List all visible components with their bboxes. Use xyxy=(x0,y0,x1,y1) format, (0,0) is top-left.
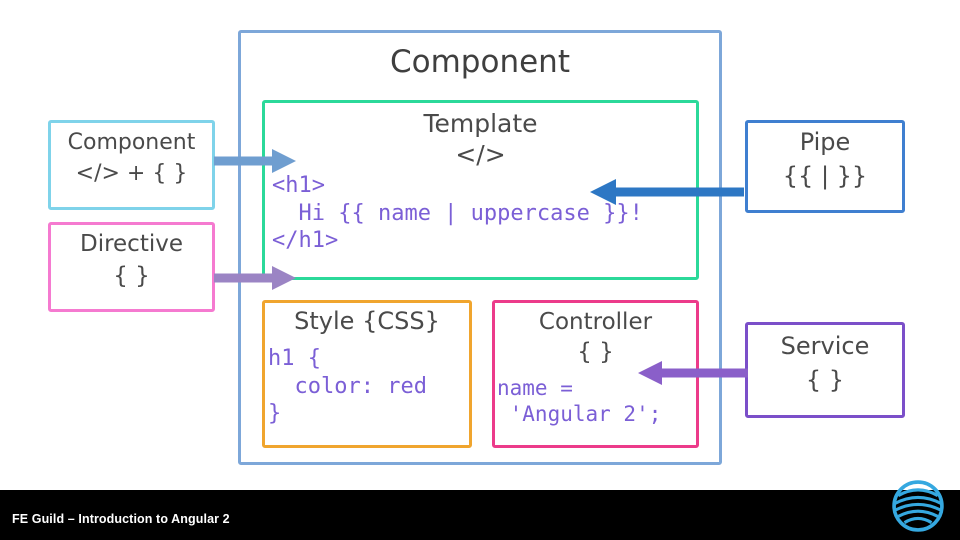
footer-label: FE Guild – Introduction to Angular 2 xyxy=(12,512,230,526)
component-small-box xyxy=(48,120,215,210)
att-globe-logo xyxy=(892,480,944,532)
template-code: <h1> Hi {{ name | uppercase }}! </h1> xyxy=(272,173,643,253)
component-outer-box xyxy=(238,30,722,465)
footer-bar: FE Guild – Introduction to Angular 2 xyxy=(0,490,960,540)
template-title: Template </> xyxy=(423,109,538,170)
component-small-label: Component </> + { } xyxy=(67,130,196,186)
pipe-label: Pipe {{ | }} xyxy=(782,128,868,190)
directive-box xyxy=(48,222,215,312)
controller-code: name = 'Angular 2'; xyxy=(497,376,662,427)
directive-label: Directive { } xyxy=(79,231,184,290)
arrow-directive-to-template xyxy=(214,266,296,290)
arrow-pipe-to-template xyxy=(590,179,744,205)
style-box xyxy=(262,300,472,448)
style-title: Style {CSS} xyxy=(294,307,440,335)
service-label: Service { } xyxy=(780,332,870,394)
arrow-component-to-template xyxy=(214,149,296,173)
style-code: h1 { color: red } xyxy=(268,346,427,426)
arrow-service-to-controller xyxy=(638,361,748,385)
pipe-box xyxy=(745,120,905,213)
component-title: Component xyxy=(390,44,570,80)
controller-title: Controller { } xyxy=(538,309,653,365)
